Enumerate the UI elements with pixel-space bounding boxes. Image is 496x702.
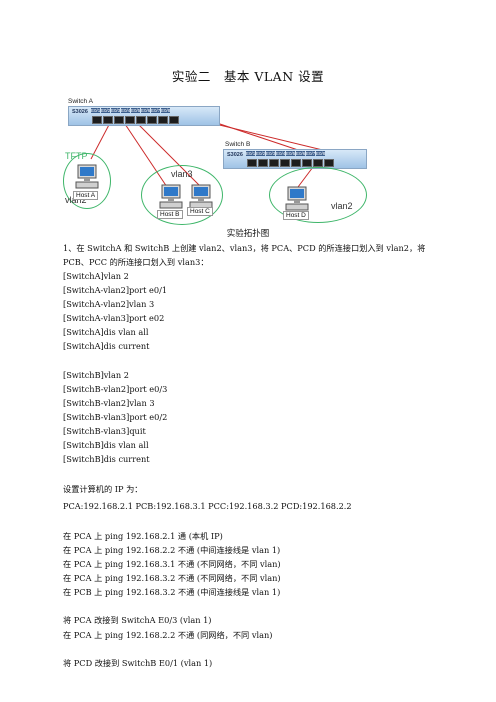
port-label: E0/8	[316, 151, 326, 156]
pca-move-test: 在 PCA 上 ping 192.168.2.2 不通 (同网络，不同 vlan…	[63, 630, 273, 640]
topology-diagram: Switch A S3026 E0/1 E0/2 E0/3 E0/4 E0/5 …	[63, 87, 439, 225]
port-label: E0/6	[141, 108, 151, 113]
switch-b-ports	[247, 159, 334, 167]
port-label: E0/4	[121, 108, 131, 113]
ethernet-port-icon	[247, 159, 257, 167]
vlan3-label: vlan3	[171, 169, 193, 179]
pca-move-note: 将 PCA 改接到 SwitchA E0/3 (vlan 1)	[63, 615, 212, 625]
host-c-label: Host C	[187, 207, 213, 216]
ping-test: 在 PCB 上 ping 192.168.3.2 不通 (中间连接线是 vlan…	[63, 587, 281, 597]
ethernet-port-icon	[125, 116, 135, 124]
vlan2-right-ellipse	[269, 167, 367, 223]
switch-a-command: [SwitchA]vlan 2	[63, 271, 129, 281]
host-a-label: Host A	[73, 191, 99, 200]
ping-test: 在 PCA 上 ping 192.168.3.1 不通 (不同网络，不同 vla…	[63, 559, 281, 569]
switch-a-ports	[92, 116, 179, 124]
tftp-label: TFTP	[65, 151, 88, 161]
vlan2-right-label: vlan2	[331, 201, 353, 211]
ethernet-port-icon	[158, 116, 168, 124]
ethernet-port-icon	[324, 159, 334, 167]
ethernet-port-icon	[291, 159, 301, 167]
ethernet-port-icon	[280, 159, 290, 167]
port-label: E0/6	[296, 151, 306, 156]
switch-a-command: [SwitchA]dis current	[63, 341, 150, 351]
switch-b-command: [SwitchB]vlan 2	[63, 370, 129, 380]
port-label: E0/2	[256, 151, 266, 156]
ethernet-port-icon	[302, 159, 312, 167]
switch-b-command: [SwitchB-vlan2]port e0/3	[63, 384, 168, 394]
port-label: E0/5	[286, 151, 296, 156]
port-label: E0/3	[111, 108, 121, 113]
ping-test: 在 PCA 上 ping 192.168.2.2 不通 (中间连接线是 vlan…	[63, 545, 281, 555]
switch-a-label: Switch A	[68, 98, 93, 105]
page-title: 实验二 基本 VLAN 设置	[171, 69, 325, 84]
vlan2-left-label: vlan2	[65, 195, 87, 205]
port-label: E0/7	[306, 151, 316, 156]
pcd-move-note: 将 PCD 改接到 SwitchB E0/1 (vlan 1)	[63, 658, 213, 668]
ip-assignments: PCA:192.168.2.1 PCB:192.168.3.1 PCC:192.…	[63, 501, 352, 511]
port-label: E0/8	[161, 108, 171, 113]
switch-a: S3026 E0/1 E0/2 E0/3 E0/4 E0/5 E0/6 E0/7…	[68, 106, 220, 126]
ethernet-port-icon	[103, 116, 113, 124]
port-label: E0/1	[91, 108, 101, 113]
computer-icon	[75, 164, 99, 189]
ping-test: 在 PCA 上 ping 192.168.3.2 不通 (不同网络，不同 vla…	[63, 573, 281, 583]
switch-b-model: S3026	[227, 152, 243, 158]
switch-a-command: [SwitchA-vlan2]vlan 3	[63, 299, 155, 309]
port-label: E0/2	[101, 108, 111, 113]
port-label: E0/4	[276, 151, 286, 156]
port-label: E0/7	[151, 108, 161, 113]
ethernet-port-icon	[313, 159, 323, 167]
switch-a-port-labels: E0/1 E0/2 E0/3 E0/4 E0/5 E0/6 E0/7 E0/8	[91, 108, 170, 113]
intro-line: PCB、PCC 的所连接口划入到 vlan3：	[63, 257, 209, 267]
ethernet-port-icon	[269, 159, 279, 167]
switch-a-command: [SwitchA-vlan2]port e0/1	[63, 285, 168, 295]
switch-b-command: [SwitchB-vlan2]vlan 3	[63, 398, 155, 408]
link-a-to-switch-b-2	[210, 120, 308, 154]
link-a-to-switch-b	[202, 120, 336, 154]
ping-test: 在 PCA 上 ping 192.168.2.1 通 (本机 IP)	[63, 531, 223, 541]
vlan3-ellipse	[141, 165, 223, 225]
host-d-label: Host D	[283, 211, 309, 220]
intro-line: 1、在 SwitchA 和 SwitchB 上创建 vlan2、vlan3，将 …	[63, 243, 426, 253]
port-label: E0/5	[131, 108, 141, 113]
figure-caption: 实验拓扑图	[226, 229, 270, 239]
ethernet-port-icon	[92, 116, 102, 124]
computer-icon	[285, 186, 309, 211]
port-label: E0/1	[246, 151, 256, 156]
ip-heading: 设置计算机的 IP 为：	[63, 484, 143, 494]
ethernet-port-icon	[169, 116, 179, 124]
ethernet-port-icon	[114, 116, 124, 124]
ethernet-port-icon	[147, 116, 157, 124]
ethernet-port-icon	[258, 159, 268, 167]
switch-b-command: [SwitchB-vlan3]quit	[63, 426, 146, 436]
host-b-label: Host B	[157, 210, 183, 219]
vlan2-left-ellipse	[63, 153, 111, 209]
switch-b-command: [SwitchB]dis current	[63, 454, 150, 464]
switch-b: S3026 E0/1 E0/2 E0/3 E0/4 E0/5 E0/6 E0/7…	[223, 149, 367, 169]
link-a-to-host-a	[90, 120, 112, 160]
switch-b-port-labels: E0/1 E0/2 E0/3 E0/4 E0/5 E0/6 E0/7 E0/8	[246, 151, 325, 156]
switch-b-command: [SwitchB]dis vlan all	[63, 440, 149, 450]
switch-a-command: [SwitchA]dis vlan all	[63, 327, 149, 337]
computer-icon	[159, 184, 183, 209]
switch-a-command: [SwitchA-vlan3]port e02	[63, 313, 165, 323]
ethernet-port-icon	[136, 116, 146, 124]
switch-b-command: [SwitchB-vlan3]port e0/2	[63, 412, 168, 422]
switch-b-label: Switch B	[225, 141, 251, 148]
port-label: E0/3	[266, 151, 276, 156]
switch-a-model: S3026	[72, 109, 88, 115]
